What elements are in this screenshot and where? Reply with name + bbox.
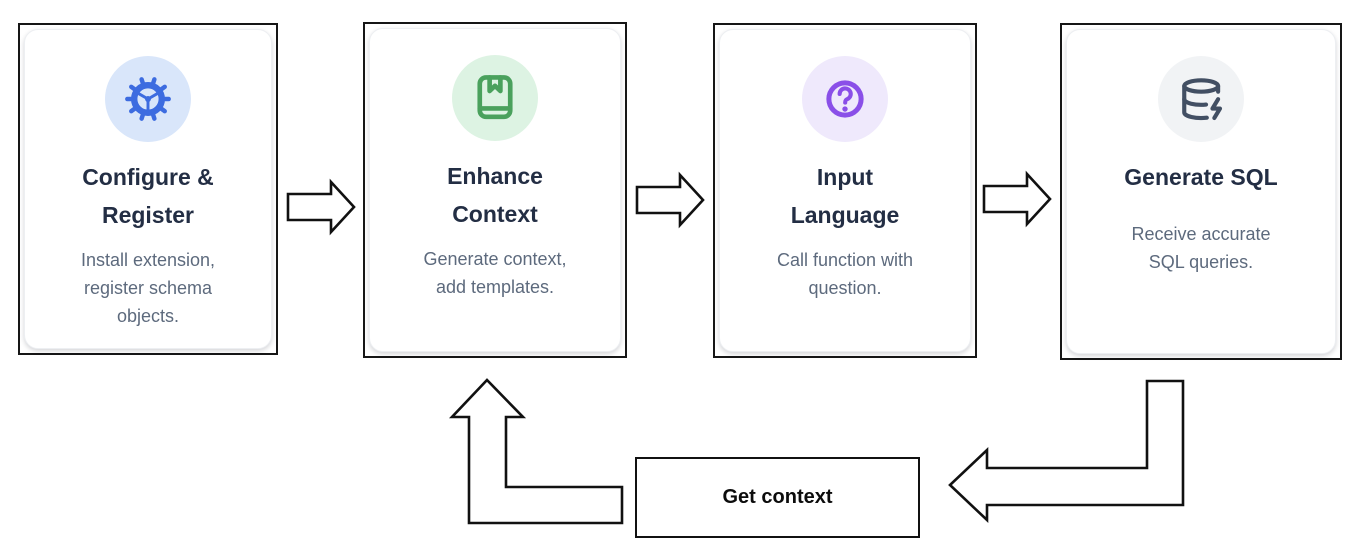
step-title: Generate SQL [1124, 164, 1278, 190]
arrow-right-icon [286, 178, 356, 236]
arrow-right-icon [635, 171, 705, 229]
step-title: Enhance Context [447, 163, 543, 227]
get-context-label: Get context [722, 486, 833, 508]
book-bookmark-icon [452, 55, 538, 141]
card-surface: Configure & Register Install extension, … [24, 29, 272, 349]
arrow-right-icon [982, 170, 1052, 228]
step-description: Receive accurate SQL queries. [1131, 224, 1271, 272]
step-card-input-language: Input Language Call function with questi… [713, 23, 977, 358]
question-circle-icon [802, 56, 888, 142]
get-context-box: Get context [635, 457, 920, 538]
step-card-generate-sql: Generate SQL Receive accurate SQL querie… [1060, 23, 1342, 360]
step-description: Call function with question. [776, 250, 914, 298]
step-card-configure-register: Configure & Register Install extension, … [18, 23, 278, 355]
database-zap-icon [1158, 56, 1244, 142]
gear-icon [105, 56, 191, 142]
card-surface: Input Language Call function with questi… [719, 29, 971, 352]
card-surface: Generate SQL Receive accurate SQL querie… [1066, 29, 1336, 354]
step-card-enhance-context: Enhance Context Generate context, add te… [363, 22, 627, 358]
step-description: Generate context, add templates. [423, 249, 567, 297]
card-surface: Enhance Context Generate context, add te… [369, 28, 621, 352]
loop-arrow-left-icon [948, 379, 1185, 524]
step-title: Input Language [790, 164, 900, 228]
step-description: Install extension, register schema objec… [80, 250, 216, 326]
step-title: Configure & Register [82, 164, 214, 228]
loop-arrow-up-icon [448, 378, 624, 525]
